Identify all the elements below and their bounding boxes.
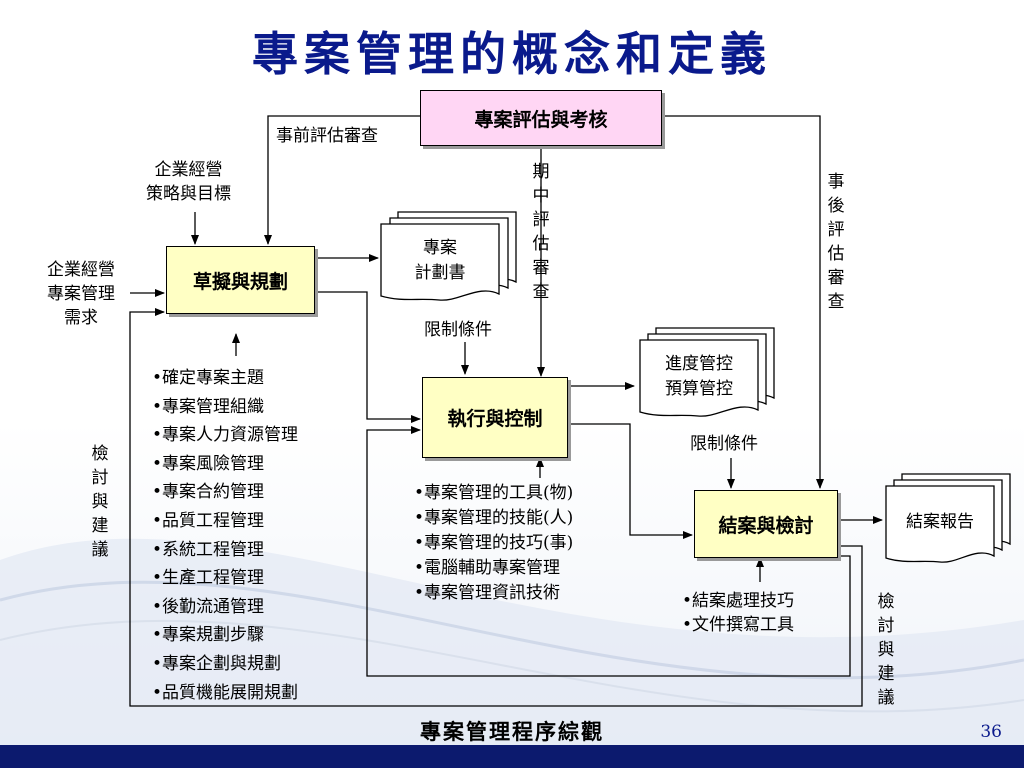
footer-title: 專案管理程序綜觀 [420, 719, 604, 744]
mid-review-label: 期中評估審查 [532, 162, 550, 302]
planning-item: 系統工程管理 [152, 536, 298, 565]
report-document: 結案報告 [906, 512, 974, 532]
evaluation-node: 專案評估與考核 [420, 90, 662, 146]
demand-label-line-2: 專案管理 [47, 284, 115, 304]
planning-item: 後勤流通管理 [152, 593, 298, 622]
execution-to-closing-arrow [568, 423, 693, 539]
feedback-outer-loop [129, 308, 863, 707]
planning-item: 專案合約管理 [152, 478, 298, 507]
page-number: 36 [980, 722, 1002, 742]
closing-items-list: 結案處理技巧 文件撰寫工具 [682, 589, 794, 637]
planning-item: 專案規劃步驟 [152, 621, 298, 650]
strategy-label-line-2: 策略與目標 [146, 184, 231, 204]
review-right-label: 檢討與建議 [877, 592, 895, 708]
report-document-shape [885, 473, 1011, 563]
closing-item: 文件撰寫工具 [682, 613, 794, 637]
strategy-label-line-1: 企業經營 [154, 160, 223, 180]
progress-document-shape [639, 327, 775, 417]
post-review-label: 事後評估審查 [827, 172, 845, 312]
execution-items-list: 專案管理的工具(物) 專案管理的技能(人) 專案管理的技巧(事) 電腦輔助專案管… [414, 481, 573, 606]
plan-document: 專案 計劃書 [381, 236, 499, 286]
planning-item: 品質機能展開規劃 [152, 679, 298, 708]
review-left-label: 檢討與建議 [91, 444, 109, 560]
execution-item: 電腦輔助專案管理 [414, 556, 573, 581]
execution-node: 執行與控制 [422, 377, 568, 458]
planning-item: 生產工程管理 [152, 564, 298, 593]
progress-document: 進度管控 預算管控 [640, 352, 758, 402]
planning-item: 品質工程管理 [152, 507, 298, 536]
closing-item: 結案處理技巧 [682, 589, 794, 613]
demand-label: 企業經營 專案管理 需求 [36, 258, 126, 330]
pre-review-arrow [264, 115, 420, 245]
planning-item: 專案管理組織 [152, 393, 298, 422]
constraint-label-1: 限制條件 [424, 320, 492, 340]
progress-document-line-2: 預算管控 [665, 379, 733, 399]
strategy-label: 企業經營 策略與目標 [146, 158, 231, 206]
execution-item: 專案管理的技能(人) [414, 506, 573, 531]
pre-review-label: 事前評估審查 [276, 126, 378, 146]
execution-item: 專案管理資訊技術 [414, 581, 573, 606]
planning-items-list: 確定專案主題 專案管理組織 專案人力資源管理 專案風險管理 專案合約管理 品質工… [152, 364, 298, 707]
slide-title: 專案管理的概念和定義 [252, 27, 772, 81]
plan-document-line-1: 專案 [423, 238, 457, 258]
constraint-label-2: 限制條件 [690, 434, 758, 454]
plan-document-line-2: 計劃書 [414, 263, 466, 283]
plan-document-shape [380, 211, 517, 301]
execution-item: 專案管理的工具(物) [414, 481, 573, 506]
feedback-inner-loop [366, 426, 851, 677]
planning-to-execution-arrow [315, 291, 421, 423]
closing-node: 結案與檢討 [694, 490, 838, 558]
demand-label-line-3: 需求 [64, 308, 98, 328]
bottom-bar [0, 745, 1024, 768]
planning-item: 專案人力資源管理 [152, 421, 298, 450]
execution-item: 專案管理的技巧(事) [414, 531, 573, 556]
planning-item: 確定專案主題 [152, 364, 298, 393]
progress-document-line-1: 進度管控 [665, 354, 733, 374]
post-review-arrow [661, 115, 824, 489]
planning-item: 專案風險管理 [152, 450, 298, 479]
demand-label-line-1: 企業經營 [47, 260, 115, 280]
planning-node: 草擬與規劃 [166, 246, 315, 314]
planning-item: 專案企劃與規劃 [152, 650, 298, 679]
